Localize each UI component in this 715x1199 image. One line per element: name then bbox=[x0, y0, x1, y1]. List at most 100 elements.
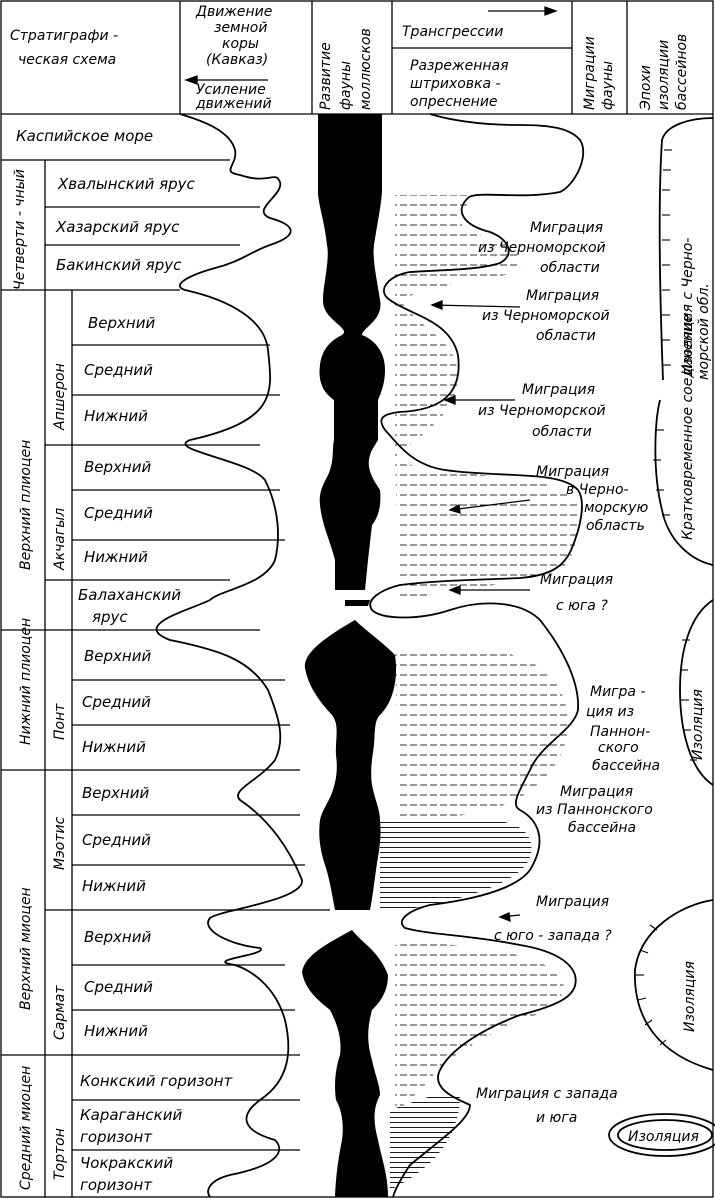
migration-6-line3: Паннон- bbox=[590, 724, 650, 740]
layer-karagan-line1: Караганский bbox=[80, 1106, 182, 1124]
layer-pont-lower: Нижний bbox=[82, 738, 146, 756]
migration-2-line3: области bbox=[536, 328, 596, 344]
layer-caspian: Каспийское море bbox=[16, 127, 153, 145]
isolation-5: Изоляция bbox=[628, 1129, 699, 1145]
header-fauna-line3: моллюсков bbox=[358, 28, 374, 110]
layer-pont-middle: Средний bbox=[82, 693, 151, 711]
migration-1-line1: Миграция bbox=[530, 220, 603, 236]
period-labels: Четверти - чный Верхний плиоцен Нижний п… bbox=[12, 169, 34, 1190]
migration-8-line1: Миграция bbox=[536, 894, 609, 910]
stage-pont: Понт bbox=[52, 703, 68, 740]
migration-7-line2: из Паннонского bbox=[536, 802, 653, 818]
layer-sarm-upper: Верхний bbox=[84, 928, 151, 946]
header-hatch-line3: опреснение bbox=[410, 94, 498, 110]
migration-6-line2: ция из bbox=[586, 704, 634, 720]
header-hatch-line1: Разреженная bbox=[410, 58, 509, 74]
layer-karagan-line2: горизонт bbox=[80, 1128, 153, 1146]
migration-6-line5: бассейна bbox=[592, 758, 660, 774]
migration-1-line2: из Черноморской bbox=[478, 240, 606, 256]
layer-meot-middle: Средний bbox=[82, 831, 151, 849]
migration-8-line2: с юго - запада ? bbox=[494, 928, 612, 944]
isolation-ticks bbox=[636, 149, 697, 1046]
migration-7-line3: бассейна bbox=[568, 820, 636, 836]
layer-apsh-middle: Средний bbox=[84, 361, 153, 379]
header-strat-line2: ческая схема bbox=[18, 52, 116, 68]
isolation-4: Изоляция bbox=[682, 961, 698, 1032]
layer-meot-lower: Нижний bbox=[82, 877, 146, 895]
layer-akch-lower: Нижний bbox=[84, 548, 148, 566]
migration-9-line1: Миграция с запада bbox=[476, 1086, 618, 1102]
layer-sarm-middle: Средний bbox=[84, 978, 153, 996]
isolation-3: Изоляция bbox=[690, 689, 706, 760]
header-hatch-line2: штриховка - bbox=[410, 76, 501, 92]
stage-labels: Апшерон Акчагыл Понт Мэотис Сармат Торто… bbox=[52, 363, 68, 1180]
migration-2-line1: Миграция bbox=[526, 288, 599, 304]
header-crust-line1: Движение bbox=[195, 4, 272, 20]
layer-apsh-upper: Верхний bbox=[88, 314, 155, 332]
migration-3-line2: из Черноморской bbox=[478, 403, 606, 419]
layer-akch-upper: Верхний bbox=[84, 458, 151, 476]
isolation-2-line1: Кратковременное соединение bbox=[680, 314, 696, 540]
migration-3-line3: области bbox=[532, 424, 592, 440]
migration-9-line2: и юга bbox=[536, 1110, 577, 1126]
header-crust-line3: коры bbox=[222, 36, 259, 52]
stage-sarmat: Сармат bbox=[52, 985, 68, 1040]
layer-khazar: Хазарский ярус bbox=[55, 218, 180, 236]
layer-akch-middle: Средний bbox=[84, 504, 153, 522]
header-isolation-line2: изоляции bbox=[656, 40, 672, 110]
header-migrations-line1: Миграции bbox=[582, 36, 598, 110]
period-upper-pliocene: Верхний плиоцен bbox=[18, 440, 34, 570]
header-isolation-line1: Эпохи bbox=[638, 65, 654, 111]
header-isolation-line3: бассейнов bbox=[674, 34, 690, 110]
layer-chokrak-line2: горизонт bbox=[80, 1176, 153, 1194]
migration-4-line2: в Черно- bbox=[566, 482, 629, 498]
layer-baku: Бакинский ярус bbox=[56, 256, 182, 274]
layer-labels: Каспийское море Хвалынский ярус Хазарски… bbox=[16, 127, 234, 1194]
header-fauna-line1: Развитие bbox=[318, 42, 334, 110]
migration-7-line1: Миграция bbox=[560, 784, 633, 800]
migration-3-line1: Миграция bbox=[522, 382, 595, 398]
migration-arrows bbox=[430, 300, 531, 923]
layer-sarm-lower: Нижний bbox=[84, 1022, 148, 1040]
layer-pont-upper: Верхний bbox=[84, 647, 151, 665]
header: Стратиграфи - ческая схема Движение земн… bbox=[10, 4, 690, 112]
isolation-1-line1: Изоляция с Черно- bbox=[680, 238, 696, 375]
migration-6-line1: Мигра - bbox=[590, 684, 646, 700]
migration-2-line2: из Черноморской bbox=[482, 308, 610, 324]
period-middle-miocene: Средний миоцен bbox=[18, 1066, 34, 1190]
stage-apsheron: Апшерон bbox=[52, 363, 68, 431]
migration-6-line4: ского bbox=[598, 740, 639, 756]
migration-4-line1: Миграция bbox=[536, 464, 609, 480]
layer-apsh-lower: Нижний bbox=[84, 407, 148, 425]
layer-konk: Конкский горизонт bbox=[80, 1072, 234, 1090]
layer-chokrak-line1: Чокракский bbox=[80, 1154, 173, 1172]
isolation-1-line2: морской обл. bbox=[696, 283, 712, 380]
layer-meot-upper: Верхний bbox=[82, 784, 149, 802]
header-transgressions: Трансгрессии bbox=[402, 24, 503, 40]
header-crust-line5: Усиление bbox=[196, 82, 266, 98]
header-migrations-line2: фауны bbox=[600, 61, 616, 110]
header-crust-line2: земной bbox=[214, 20, 267, 36]
migration-5-line2: с юга ? bbox=[556, 598, 608, 614]
stage-akchagyl: Акчагыл bbox=[52, 508, 68, 571]
layer-khvalyn: Хвалынский ярус bbox=[57, 175, 196, 193]
migration-4-line4: область bbox=[586, 518, 645, 534]
period-quaternary: Четверти - чный bbox=[12, 169, 28, 290]
migration-5-line1: Миграция bbox=[540, 572, 613, 588]
stage-torton: Тортон bbox=[52, 1128, 68, 1180]
period-upper-miocene: Верхний миоцен bbox=[18, 887, 34, 1010]
layer-balakhan-line2: ярус bbox=[92, 608, 128, 626]
migration-1-line3: области bbox=[540, 260, 600, 276]
isolation-arcs bbox=[608, 117, 715, 1157]
period-lower-pliocene: Нижний плиоцен bbox=[18, 618, 34, 745]
stage-meotis: Мэотис bbox=[52, 816, 68, 870]
transgression-curve bbox=[369, 113, 585, 1198]
transgression-hatching bbox=[380, 195, 580, 1190]
layer-balakhan-line1: Балаханский bbox=[78, 586, 181, 604]
header-strat-line1: Стратиграфи - bbox=[10, 28, 118, 44]
header-crust-line6: движений bbox=[195, 96, 272, 112]
header-crust-line4: (Кавказ) bbox=[206, 52, 268, 68]
fauna-development-shapes bbox=[302, 114, 397, 1197]
